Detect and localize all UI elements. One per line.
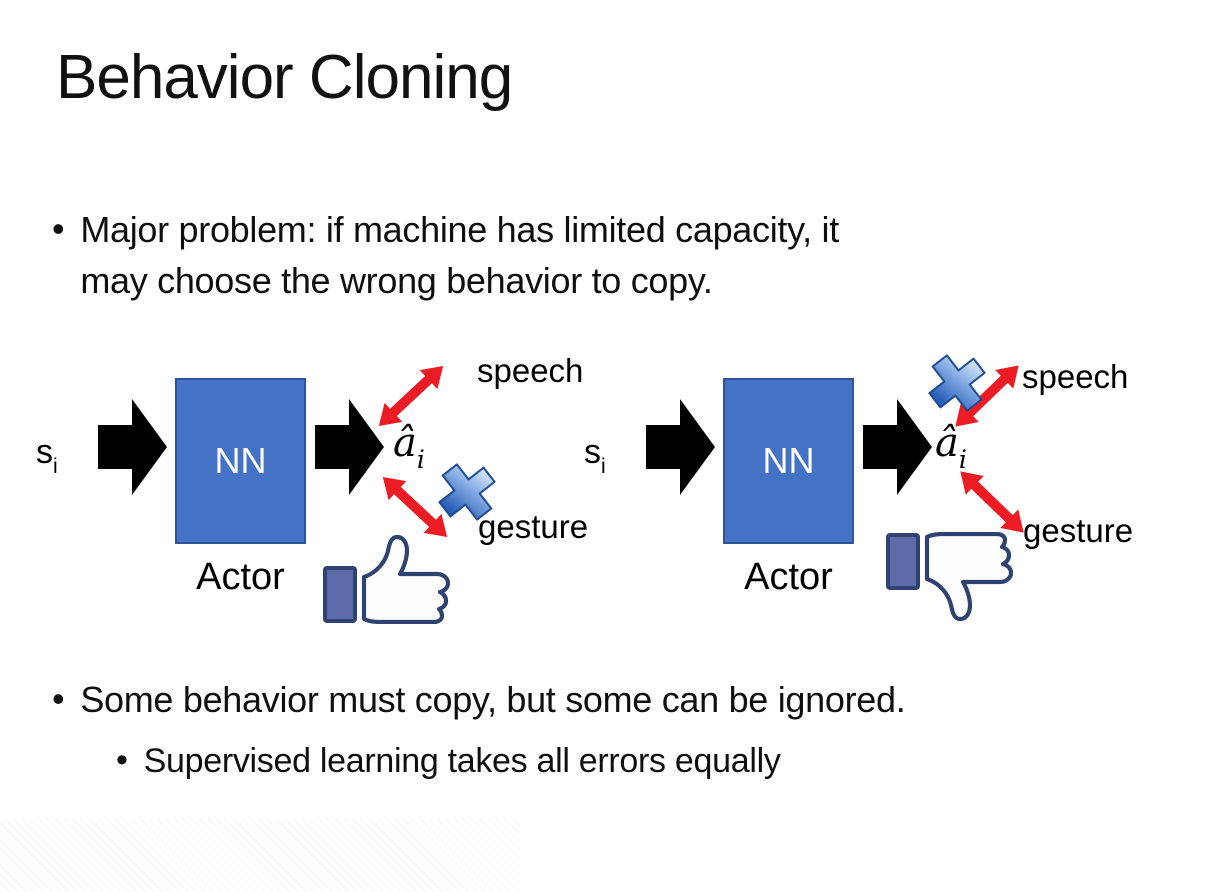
bullet-glyph: •: [116, 741, 128, 779]
bullet-text: Supervised learning takes all errors equ…: [143, 742, 781, 780]
state-subscript: i: [601, 455, 606, 479]
state-symbol: s: [36, 433, 53, 471]
action-label: âi: [393, 420, 425, 474]
gesture-label: gesture: [1023, 512, 1134, 549]
nn-label: NN: [762, 440, 815, 481]
slide-title: Behavior Cloning: [56, 43, 513, 112]
behavior-diagram-correct: si NN Actor âi speech gesture: [22, 350, 642, 645]
nn-box: NN: [723, 378, 854, 544]
action-symbol: â: [935, 420, 959, 466]
gesture-label: gesture: [478, 508, 589, 545]
action-label: âi: [935, 420, 967, 474]
gesture-relation-arrow-icon: [960, 471, 1024, 533]
thumbs-up-icon: [323, 534, 451, 624]
speech-relation-arrow-icon: [955, 365, 1019, 427]
output-flow-arrow-icon: [315, 399, 384, 495]
actor-label: Actor: [196, 556, 285, 598]
gesture-relation-arrow-icon: [382, 476, 448, 538]
action-subscript: i: [958, 444, 967, 474]
input-flow-arrow-icon: [646, 399, 715, 495]
bullet-line-1: Major problem: if machine has limited ca…: [80, 209, 839, 250]
speech-relation-arrow-icon: [378, 365, 444, 427]
state-label: si: [36, 433, 58, 479]
bullet-glyph: •: [52, 678, 65, 719]
input-flow-arrow-icon: [98, 399, 167, 495]
speech-label: speech: [1022, 358, 1129, 395]
bullet-line-2: may choose the wrong behavior to copy.: [80, 260, 713, 301]
state-label: si: [584, 433, 606, 479]
bullet-major-problem: • Major problem: if machine has limited …: [52, 204, 839, 306]
nn-label: NN: [214, 440, 267, 481]
behavior-diagram-wrong: si NN Actor âi speech gesture: [570, 350, 1190, 645]
state-subscript: i: [53, 455, 58, 479]
cross-out-icon: [438, 463, 496, 521]
speech-label: speech: [477, 352, 584, 389]
bullet-text: Some behavior must copy, but some can be…: [80, 679, 906, 720]
bullet-text: Major problem: if machine has limited ca…: [80, 204, 839, 306]
output-flow-arrow-icon: [863, 399, 932, 495]
bullet-glyph: •: [52, 208, 65, 249]
watermark-texture: [0, 818, 520, 892]
cross-out-icon: [928, 354, 986, 412]
nn-box: NN: [175, 378, 306, 544]
actor-label: Actor: [744, 556, 833, 598]
bullet-supervised-learning: • Supervised learning takes all errors e…: [116, 738, 781, 784]
thumbs-down-icon: [886, 532, 1014, 622]
action-symbol: â: [393, 420, 417, 466]
state-symbol: s: [584, 433, 601, 471]
bullet-some-behavior: • Some behavior must copy, but some can …: [52, 676, 906, 724]
action-subscript: i: [416, 444, 425, 474]
